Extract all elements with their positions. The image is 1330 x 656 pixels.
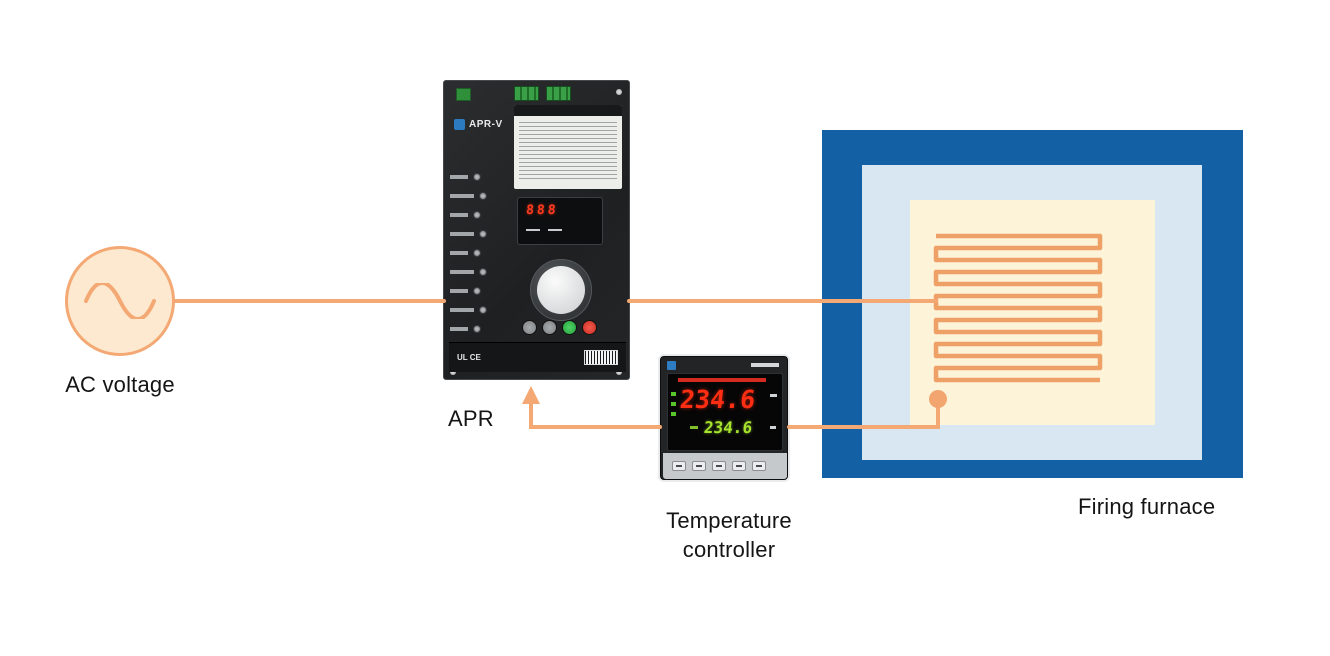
terminal-row	[450, 300, 510, 319]
temperature-controller-label-line2: controller	[682, 537, 776, 562]
apr-terminal-block-icon	[514, 86, 539, 101]
apr-indicator-chip	[456, 88, 471, 101]
apr-dial-knob-face	[537, 266, 585, 314]
controller-top-panel	[661, 357, 787, 373]
screw-icon	[450, 369, 456, 375]
apr-info-label	[514, 105, 622, 189]
apr-model-label: APR-V	[469, 119, 503, 130]
apr-brand: APR-V	[454, 119, 503, 130]
controller-button	[692, 461, 706, 471]
temperature-controller-device: 234.6 234.6	[660, 356, 788, 480]
controller-button	[752, 461, 766, 471]
controller-button	[712, 461, 726, 471]
controller-button	[732, 461, 746, 471]
furnace-chamber	[910, 200, 1155, 425]
fuji-logo-icon	[454, 119, 465, 130]
furnace-insulation	[862, 165, 1202, 460]
ac-voltage-label: AC voltage	[65, 372, 175, 397]
controller-button-row	[663, 453, 787, 479]
apr-info-label-header	[514, 105, 622, 116]
terminal-row	[450, 262, 510, 281]
terminal-row	[450, 167, 510, 186]
apr-red-button	[582, 320, 597, 335]
screw-icon	[616, 369, 622, 375]
controller-alarm-band	[678, 378, 766, 382]
firing-furnace-label: Firing furnace	[1078, 494, 1216, 519]
controller-model-text-bar	[751, 363, 779, 367]
furnace-outer-wall	[822, 130, 1243, 478]
apr-display-caption-bar	[526, 229, 540, 231]
apr-display: 888	[517, 197, 603, 245]
sine-wave-icon	[84, 283, 156, 319]
barcode-icon	[584, 350, 618, 365]
terminal-row	[450, 186, 510, 205]
temperature-controller-label-line1: Temperature	[666, 508, 792, 533]
terminal-row	[450, 243, 510, 262]
apr-gray-button	[522, 320, 537, 335]
controller-display: 234.6 234.6	[667, 373, 783, 451]
pv-unit-bar	[770, 394, 777, 397]
ac-voltage-source	[65, 246, 175, 356]
apr-terminal-column	[450, 167, 510, 357]
apr-cert-text: UL CE	[457, 353, 481, 362]
wire-controller-to-apr	[529, 401, 662, 429]
terminal-row	[450, 205, 510, 224]
apr-green-button	[562, 320, 577, 335]
apr-terminal-block-icon	[546, 86, 571, 101]
control-signal-arrowhead	[522, 386, 540, 404]
apr-device: APR-V 888	[443, 80, 630, 380]
sv-value: 234.6	[703, 418, 754, 437]
apr-button-row	[522, 320, 597, 335]
terminal-row	[450, 224, 510, 243]
apr-gray-button	[542, 320, 557, 335]
sv-unit-bar	[770, 426, 776, 429]
controller-button	[672, 461, 686, 471]
fuji-logo-icon	[667, 361, 676, 370]
apr-cert-label: UL CE	[449, 342, 626, 372]
screw-icon	[616, 89, 622, 95]
apr-display-value: 888	[525, 203, 560, 218]
temperature-controller-label: Temperature controller	[648, 506, 810, 564]
apr-dial-knob	[530, 259, 592, 321]
terminal-row	[450, 281, 510, 300]
controller-status-leds	[671, 392, 676, 416]
terminal-row	[450, 319, 510, 338]
sv-tag-bar	[690, 426, 698, 429]
apr-display-caption-bar	[548, 229, 562, 231]
apr-info-label-text-lines	[519, 119, 617, 181]
apr-label: APR	[448, 406, 494, 431]
pv-value: 234.6	[678, 385, 757, 414]
